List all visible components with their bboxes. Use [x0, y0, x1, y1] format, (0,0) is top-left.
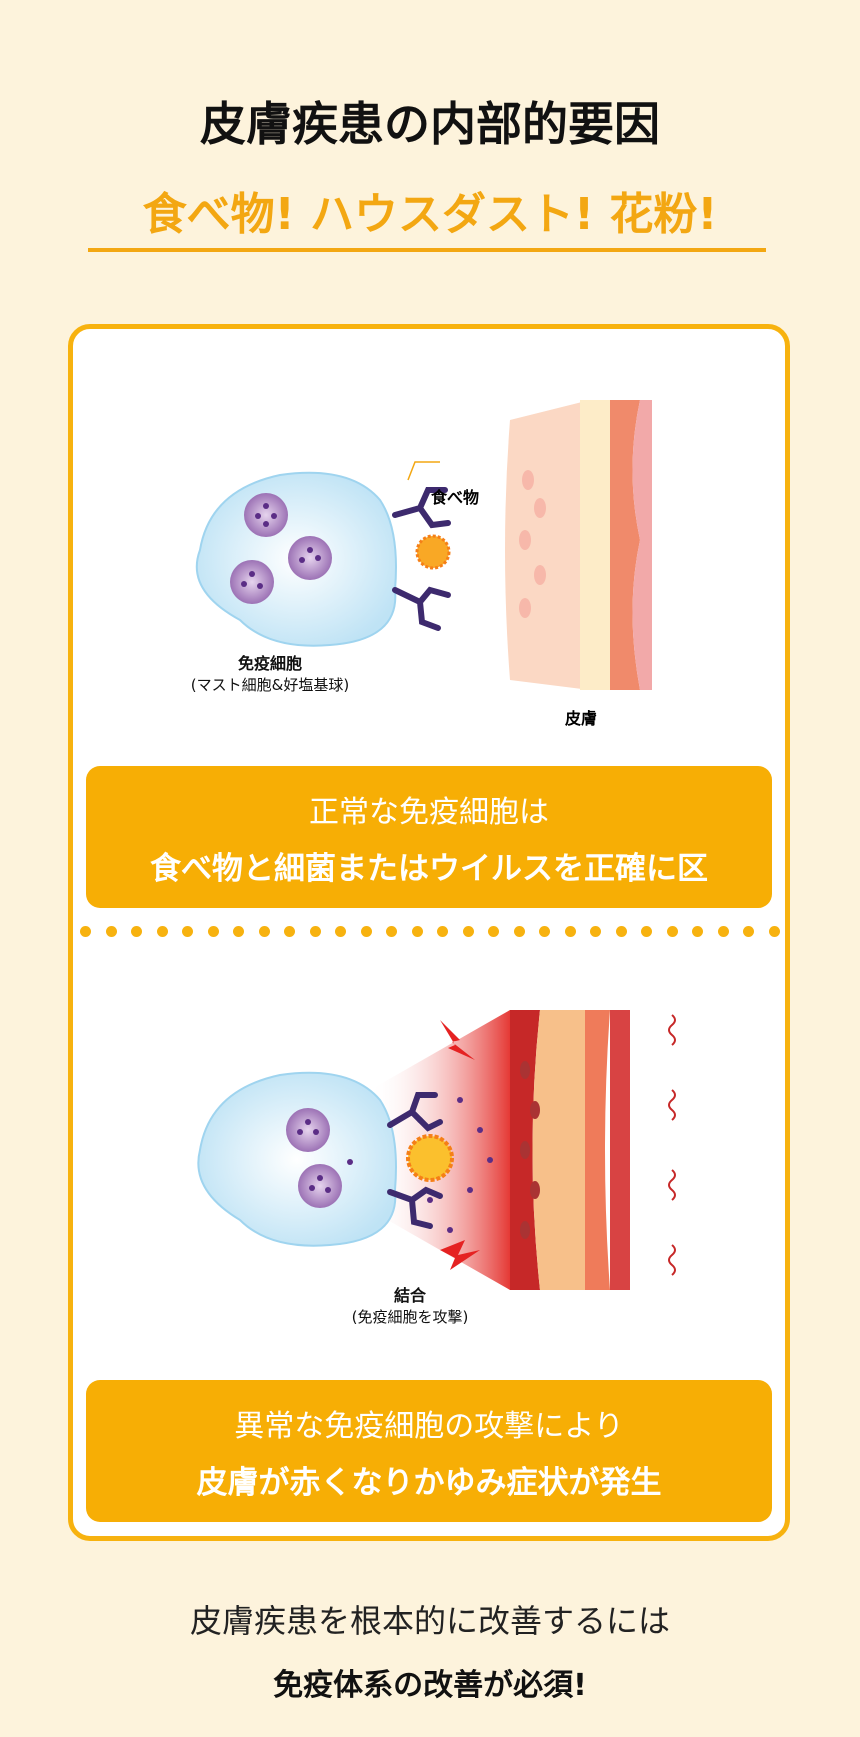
footer-line1: 皮膚疾患を根本的に改善するには — [189, 1602, 670, 1640]
abnormal-immune-illustration — [197, 1010, 676, 1290]
page-subtitle: 食べ物! ハウスダスト! 花粉! — [142, 189, 718, 240]
skin-label: 皮膚 — [565, 709, 598, 728]
subtitle-underline — [88, 248, 766, 252]
box1-line2: 食べ物と細菌またはウイルスを正確に区 — [150, 850, 708, 887]
binding-subtitle: (免疫細胞を攻撃) — [351, 1308, 469, 1326]
page-title: 皮膚疾患の内部的要因 — [200, 97, 660, 151]
box2-line2: 皮膚が赤くなりかゆみ症状が発生 — [196, 1464, 662, 1501]
immune-cell-title: 免疫細胞 — [237, 654, 302, 673]
abnormal-immune-box: 異常な免疫細胞の攻撃により 皮膚が赤くなりかゆみ症状が発生 — [86, 1380, 772, 1522]
box2-line1: 異常な免疫細胞の攻撃により — [234, 1408, 624, 1444]
food-label: 食べ物 — [431, 488, 480, 507]
binding-label: 結合 (免疫細胞を攻撃) — [330, 1282, 490, 1327]
dotted-divider — [80, 926, 780, 940]
immune-cell-label: 免疫細胞 (マスト細胞&好塩基球) — [170, 650, 370, 695]
footer-line2: 免疫体系の改善が必須! — [273, 1668, 587, 1703]
box1-line1: 正常な免疫細胞は — [309, 794, 549, 830]
normal-immune-illustration — [195, 400, 652, 690]
normal-immune-box: 正常な免疫細胞は 食べ物と細菌またはウイルスを正確に区 — [86, 766, 772, 908]
immune-cell-subtitle: (マスト細胞&好塩基球) — [190, 676, 350, 694]
food-allergen-icon — [415, 534, 451, 570]
binding-title: 結合 — [393, 1286, 426, 1305]
